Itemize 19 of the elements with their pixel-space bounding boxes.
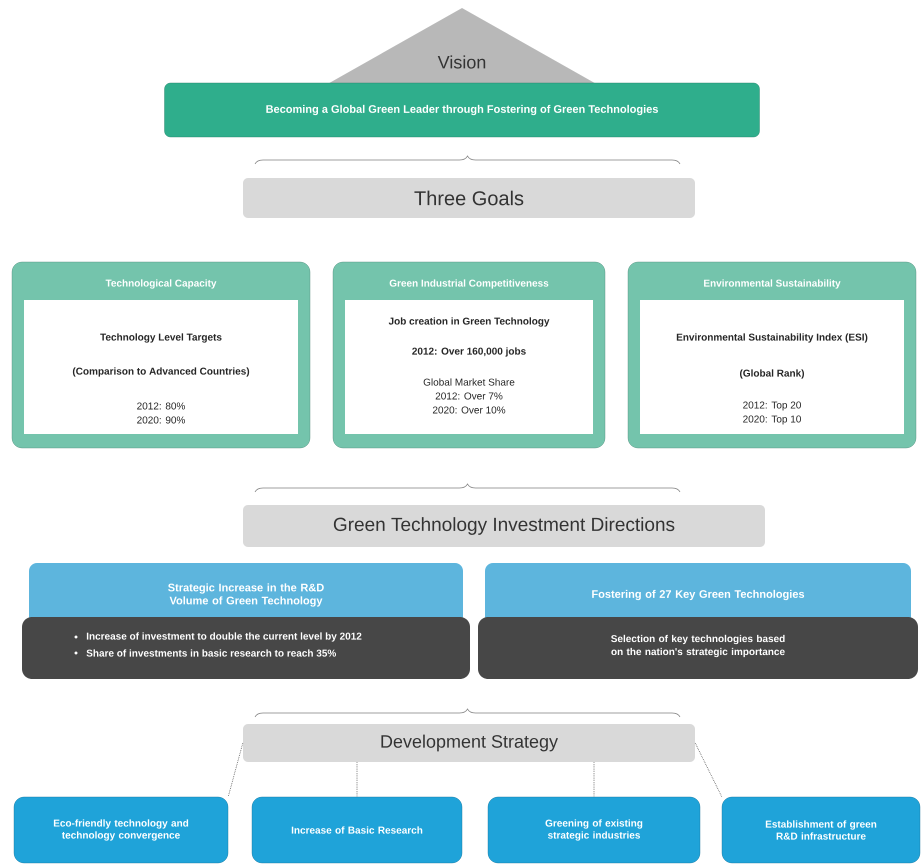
heading-band: Three Goals	[243, 178, 695, 218]
connector-line	[694, 742, 722, 798]
direction-box: Fostering of 27 Key Green Technologies Selection of key technologies based on the nation's strategic importance	[478, 563, 918, 679]
strategy-box: Establishment of green R&D infrastructure	[722, 796, 920, 864]
goal-card: Environmental Sustainability Environmental Sustainability Index (ESI) (Global Rank) 2012: Top 20 2020: Top 10	[628, 262, 916, 448]
strategy-box: Increase of Basic Research	[252, 796, 462, 864]
connector-line	[228, 742, 244, 798]
heading-band: Green Technology Investment Directions	[243, 505, 765, 547]
connector-line	[356, 762, 358, 798]
strategy-box: Greening of existing strategic industries	[488, 796, 700, 864]
goal-card: Technological Capacity Technology Level Targets (Comparison to Advanced Countries) 2012: 80% 2020: 90%	[12, 262, 310, 448]
vision-banner: Becoming a Global Green Leader through Fostering of Green Technologies	[164, 82, 760, 138]
strategy-box: Eco-friendly technology and technology convergence	[14, 796, 228, 864]
node-label: Fostering of 27 Key Green Technologies	[592, 590, 804, 600]
vision-triangle: Vision	[324, 8, 600, 86]
goal-card: Green Industrial Competitiveness Job creation in Green Technology 2012: Over 160,000 jobs Global Market Share 2012: Over 7% 2020: Over 10%	[332, 262, 606, 448]
heading-band: Development Strategy	[243, 724, 695, 762]
node-label: Strategic Increase in the R&D Volume of Green Technology	[168, 583, 324, 607]
direction-box: Strategic Increase in the R&D Volume of Green Technology Increase of investment to double the current level by 2012 Share of investments in basic research to reach 35%	[22, 563, 470, 679]
